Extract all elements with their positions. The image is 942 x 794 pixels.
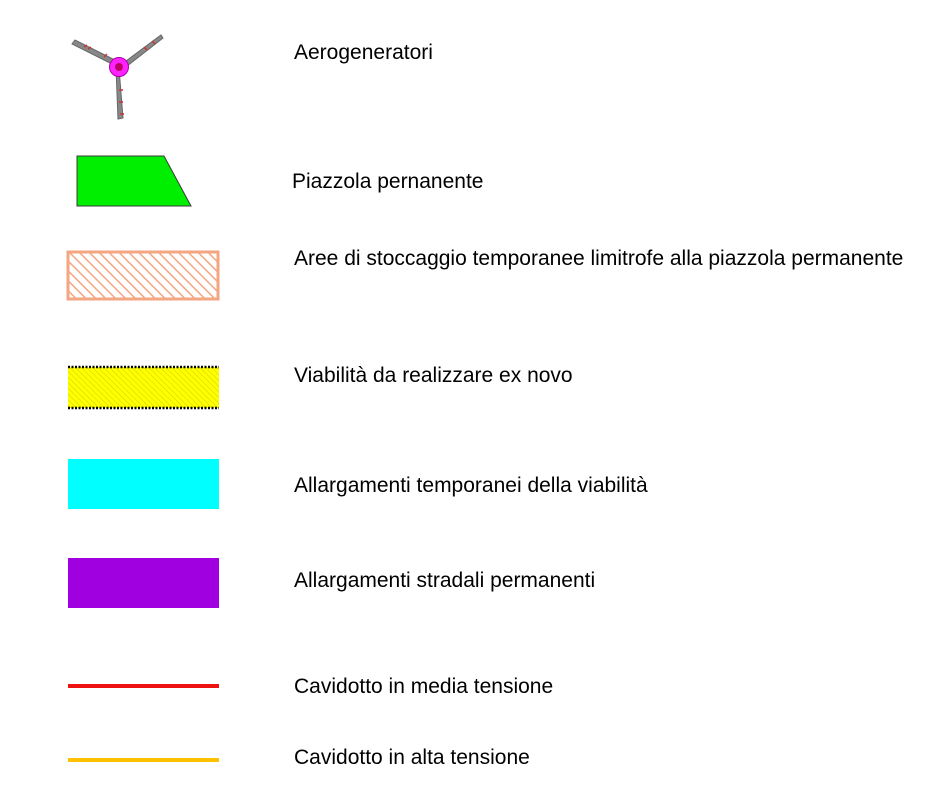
legend-label: Piazzola pernanente <box>292 170 484 193</box>
red-line <box>68 684 219 688</box>
cyan-swatch <box>68 459 219 509</box>
green-trapezoid-swatch <box>76 155 192 207</box>
legend-label: Cavidotto in alta tensione <box>294 746 530 769</box>
wind-turbine-icon <box>71 34 164 120</box>
legend-label: Allargamenti stradali permanenti <box>294 569 596 592</box>
legend-label: Aerogeneratori <box>294 41 433 64</box>
legend-label: Aree di stoccaggio temporanee limitrofe … <box>294 247 904 270</box>
orange-line <box>68 758 219 762</box>
purple-swatch <box>68 558 219 608</box>
legend-label: Viabilità da realizzare ex novo <box>294 364 573 387</box>
yellow-hatched-swatch <box>68 365 219 410</box>
legend-label: Allargamenti temporanei della viabilità <box>294 474 648 497</box>
salmon-hatched-swatch <box>66 250 220 301</box>
legend-label: Cavidotto in media tensione <box>294 675 554 698</box>
